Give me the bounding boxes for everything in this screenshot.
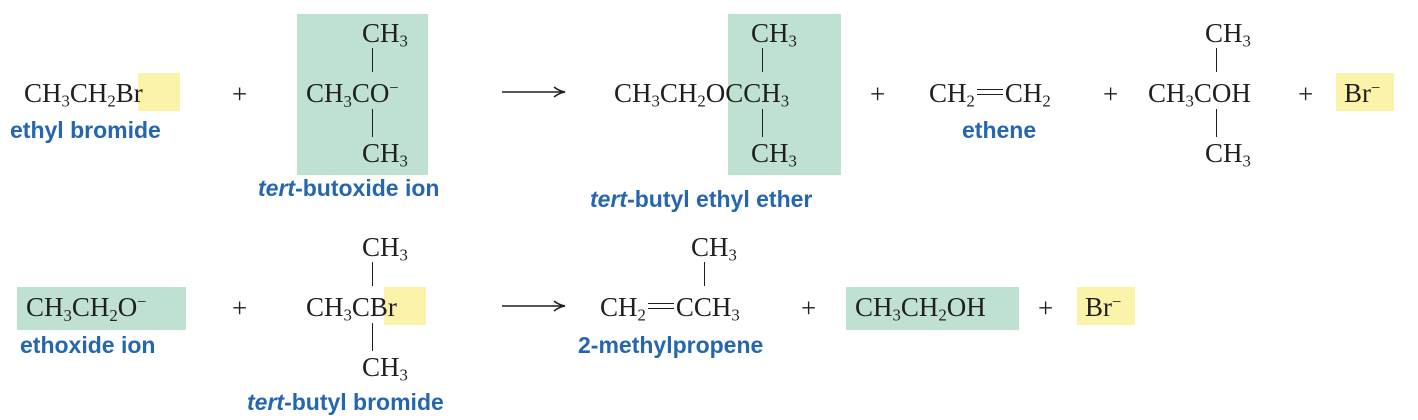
plus-sign: + [232, 79, 248, 109]
ethyl-bromide-formula: CH3CH2Br [24, 78, 143, 111]
bromide-ion-highlight-row1 [1336, 73, 1394, 111]
bond-line [372, 262, 373, 286]
plus-sign: + [1038, 293, 1054, 323]
bond-line [762, 48, 763, 72]
tert-butoxide-highlight [297, 14, 428, 175]
tert-butyl-ethyl-ether-name: tert-butyl ethyl ether [590, 186, 813, 212]
alcohol-top-methyl: CH3 [1205, 18, 1251, 51]
tert-butoxide-top-methyl: CH3 [362, 18, 408, 51]
ethanol-formula: CH3CH2OH [855, 292, 986, 325]
ethyl-bromide-name: ethyl bromide [10, 117, 161, 143]
ethene-name: ethene [962, 117, 1037, 143]
tert-butyl-bromide-formula: CH3CBr [306, 292, 397, 325]
ethoxide-name: ethoxide ion [20, 332, 156, 358]
br-leaving-group-highlight [138, 73, 180, 111]
plus-sign: + [232, 293, 248, 323]
bromide-ion-formula-row1: Br− [1344, 78, 1381, 109]
ethoxide-highlight [17, 287, 186, 330]
tert-butoxide-bottom-methyl: CH3 [362, 138, 408, 171]
bond-line [1216, 48, 1217, 72]
ether-bottom-methyl: CH3 [751, 138, 797, 171]
tert-butoxide-formula: CH3CO− [306, 78, 399, 111]
ether-top-methyl: CH3 [751, 18, 797, 51]
plus-sign: + [870, 79, 886, 109]
tert-butyl-alcohol-formula: CH3COH [1148, 78, 1251, 111]
alcohol-bottom-methyl: CH3 [1205, 138, 1251, 171]
br-leaving-group-highlight-row2 [384, 287, 426, 325]
methylpropene-name: 2-methylpropene [578, 332, 764, 358]
bond-line [704, 262, 705, 286]
tert-butyl-bromide-bottom-methyl: CH3 [362, 352, 408, 385]
plus-sign: + [1103, 79, 1119, 109]
bromide-ion-formula-row2: Br− [1085, 292, 1122, 323]
bromide-ion-highlight-row2 [1077, 287, 1135, 325]
plus-sign: + [801, 293, 817, 323]
methylpropene-top-methyl: CH3 [691, 232, 737, 265]
bond-line [1216, 109, 1217, 137]
reaction-arrow [502, 86, 566, 98]
ethoxide-formula: CH3CH2O− [26, 292, 147, 325]
tert-butoxide-name: tert-butoxide ion [258, 175, 440, 201]
tert-butyl-bromide-name: tert-butyl bromide [247, 389, 444, 415]
bond-line [372, 109, 373, 137]
reaction-arrow [502, 300, 566, 312]
ethanol-highlight [846, 287, 1019, 330]
bond-line [372, 48, 373, 72]
plus-sign: + [1298, 79, 1314, 109]
tert-butyl-bromide-top-methyl: CH3 [362, 232, 408, 265]
bond-line [762, 109, 763, 137]
bond-line [372, 323, 373, 351]
ether-tert-butyl-highlight [728, 14, 841, 175]
tert-butyl-ethyl-ether-formula: CH3CH2OCCH3 [614, 78, 790, 111]
